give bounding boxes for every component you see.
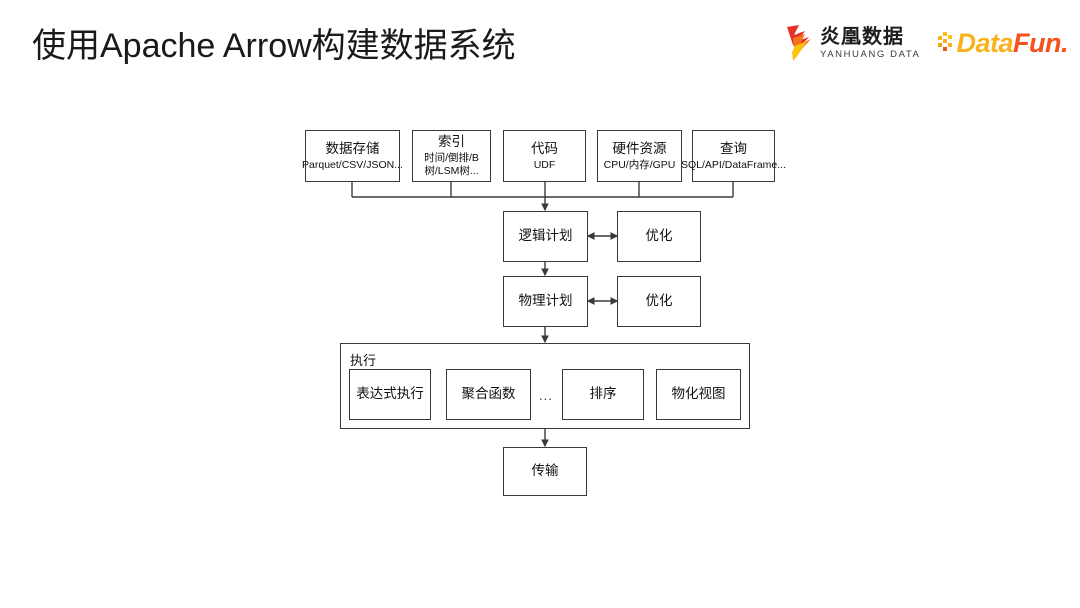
node-code[interactable]: 代码 UDF (503, 130, 586, 182)
phoenix-icon (785, 24, 815, 62)
node-physical-plan[interactable]: 物理计划 (503, 276, 588, 327)
page-title: 使用Apache Arrow构建数据系统 (32, 27, 516, 65)
node-title: 聚合函数 (461, 386, 516, 402)
node-query[interactable]: 查询 SQL/API/DataFrame... (681, 130, 786, 182)
node-data-storage[interactable]: 数据存储 Parquet/CSV/JSON... (302, 130, 403, 182)
node-sort[interactable]: 排序 (562, 369, 644, 420)
logo-bar: 炎凰数据 YANHUANG DATA DataFun. (785, 24, 1068, 62)
node-subtitle: CPU/内存/GPU (603, 158, 676, 171)
node-title: 逻辑计划 (518, 228, 573, 244)
node-title: 索引 (438, 134, 465, 150)
node-title: 传输 (531, 463, 559, 479)
node-transport[interactable]: 传输 (503, 447, 587, 496)
node-index[interactable]: 索引 时间/倒排/B树/LSM树... (412, 130, 491, 182)
node-expression-execution[interactable]: 表达式执行 (349, 369, 431, 420)
yanhuang-name-cn: 炎凰数据 (819, 25, 904, 48)
node-title: 物理计划 (518, 293, 573, 309)
node-title: 代码 (531, 140, 558, 156)
node-title: 物化视图 (671, 386, 726, 402)
node-subtitle: 时间/倒排/B树/LSM树... (424, 152, 479, 177)
node-title: 硬件资源 (612, 140, 667, 156)
node-title: 优化 (645, 228, 673, 244)
node-title: 优化 (645, 293, 673, 309)
datafun-wordmark: DataFun. (956, 27, 1068, 58)
node-title: 数据存储 (325, 140, 380, 156)
node-physical-plan-optimize[interactable]: 优化 (617, 276, 701, 327)
yanhuang-wordmark: 炎凰数据 YANHUANG DATA (820, 27, 921, 60)
node-hardware-resource[interactable]: 硬件资源 CPU/内存/GPU (597, 130, 682, 182)
node-aggregate-function[interactable]: 聚合函数 (446, 369, 531, 420)
datafun-dots-icon (938, 32, 953, 54)
datafun-word-data: Data (956, 27, 1014, 58)
node-logical-plan[interactable]: 逻辑计划 (503, 211, 588, 262)
node-subtitle: UDF (533, 158, 556, 171)
node-subtitle: Parquet/CSV/JSON... (302, 158, 403, 171)
node-title: 查询 (720, 140, 747, 156)
execution-ellipsis: ... (539, 388, 553, 403)
node-title: 排序 (589, 386, 617, 402)
node-materialized-view[interactable]: 物化视图 (656, 369, 741, 420)
datafun-logo: DataFun. (938, 27, 1068, 58)
node-subtitle: SQL/API/DataFrame... (680, 158, 787, 171)
yanhuang-name-en: YANHUANG DATA (819, 48, 921, 60)
node-logical-plan-optimize[interactable]: 优化 (617, 211, 701, 262)
group-execution-label: 执行 (350, 353, 377, 368)
yanhuang-logo: 炎凰数据 YANHUANG DATA (785, 24, 921, 62)
node-title: 表达式执行 (356, 386, 424, 402)
datafun-word-fun: Fun. (1013, 27, 1068, 58)
